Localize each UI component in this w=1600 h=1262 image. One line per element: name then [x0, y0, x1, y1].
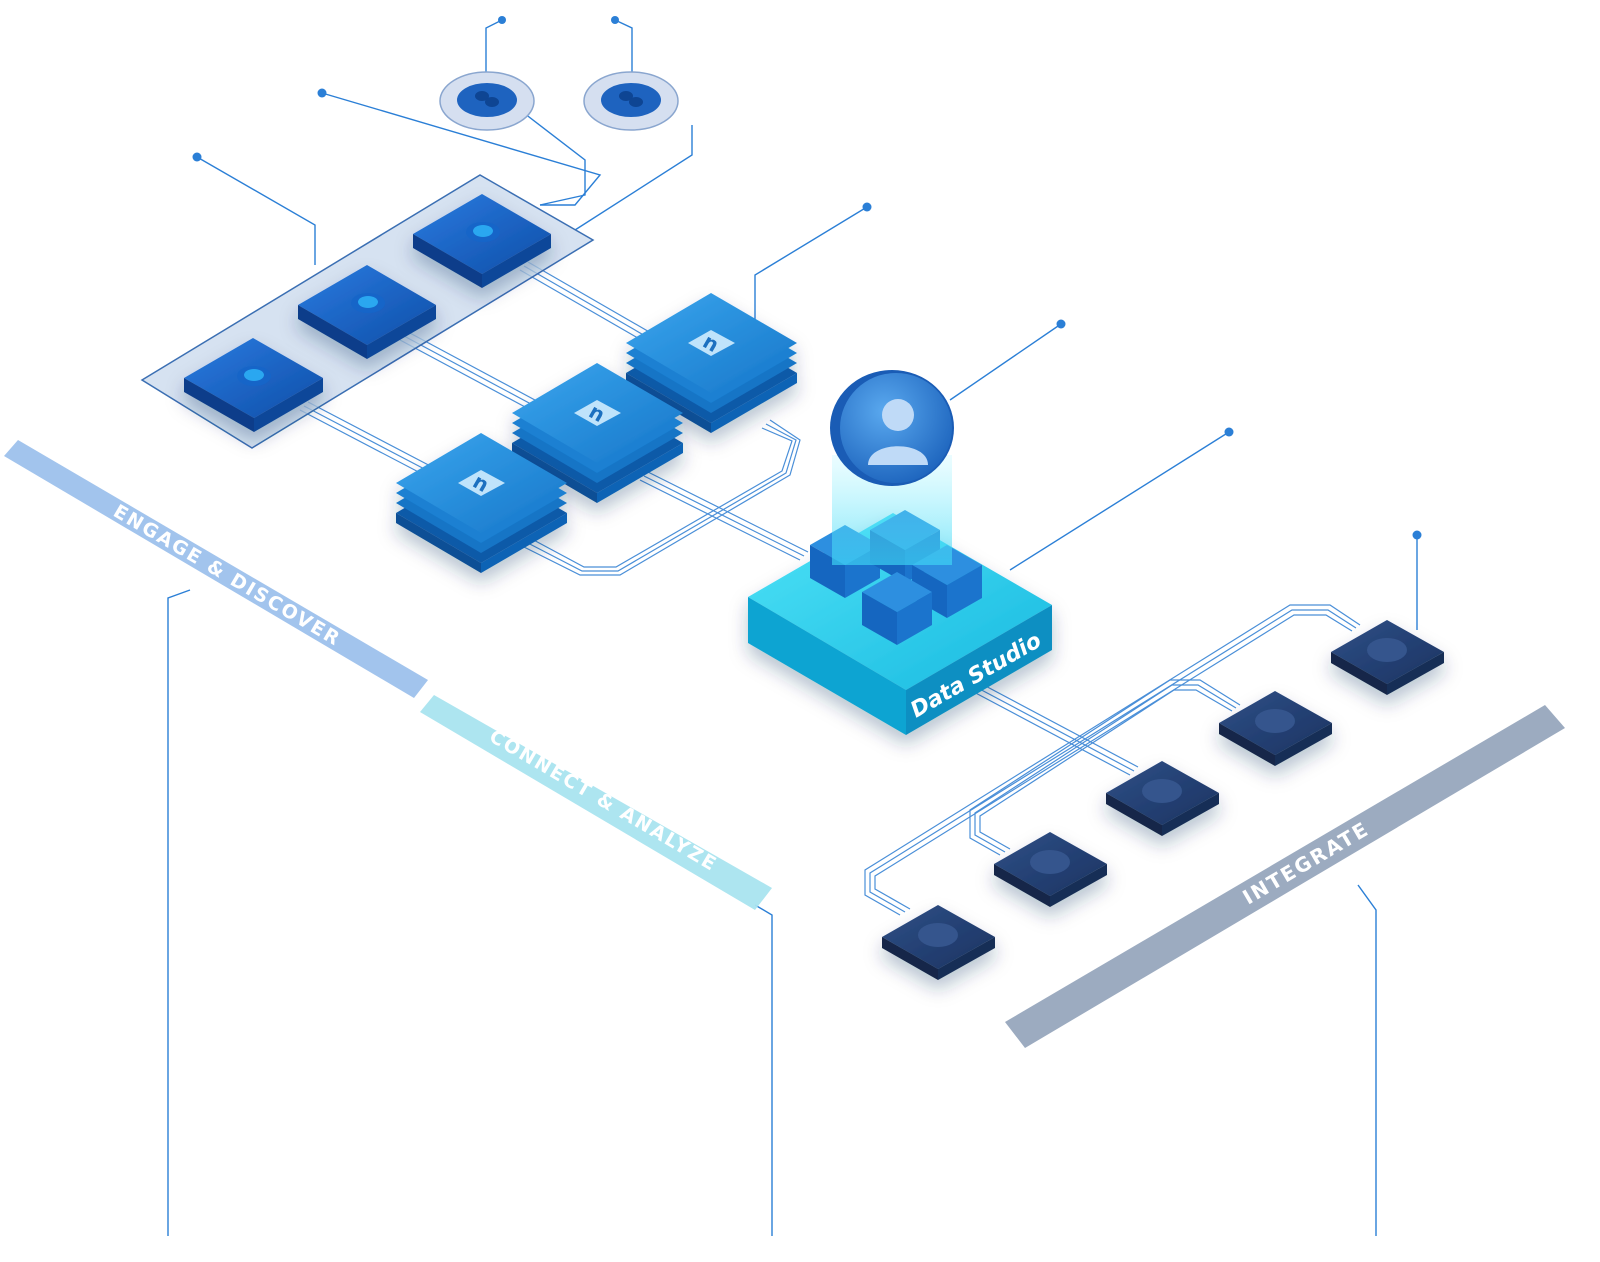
circle-dot-icon: [466, 222, 500, 242]
integrate-tile-2[interactable]: [994, 832, 1107, 907]
user-avatar[interactable]: [830, 370, 954, 486]
integrate-tile-3[interactable]: [1106, 761, 1219, 836]
circle-dot-icon: [351, 293, 385, 313]
cube-4: [862, 572, 932, 645]
engage-tile-2[interactable]: [298, 265, 436, 359]
engage-tile-3[interactable]: [413, 194, 551, 288]
engage-tile-1[interactable]: [184, 338, 323, 432]
connector-lines: [167, 19, 1418, 1236]
connector-endpoints: [192, 16, 1422, 540]
connect-analyze-label: CONNECT & ANALYZE: [485, 725, 721, 876]
circle-dot-icon: [237, 366, 271, 386]
disc-node-2[interactable]: [583, 71, 679, 131]
connect-analyze-band: CONNECT & ANALYZE: [420, 695, 772, 910]
wire-bundles: [299, 261, 1361, 916]
stack-tile-3[interactable]: n: [626, 293, 797, 433]
disc-node-1[interactable]: [439, 71, 535, 131]
user-icon: [868, 399, 928, 465]
integrate-tile-4[interactable]: [1219, 691, 1332, 766]
stack-tile-1[interactable]: n: [396, 433, 567, 573]
integrate-tile-5[interactable]: [1331, 620, 1444, 695]
stack-tile-2[interactable]: n: [512, 363, 683, 503]
link-icon: [475, 91, 499, 107]
link-icon: [619, 91, 643, 107]
integrate-tile-1[interactable]: [882, 905, 995, 980]
integrate-label: INTEGRATE: [1238, 816, 1373, 909]
engage-discover-label: ENGAGE & DISCOVER: [109, 500, 344, 651]
engage-discover-band: ENGAGE & DISCOVER: [4, 440, 428, 698]
